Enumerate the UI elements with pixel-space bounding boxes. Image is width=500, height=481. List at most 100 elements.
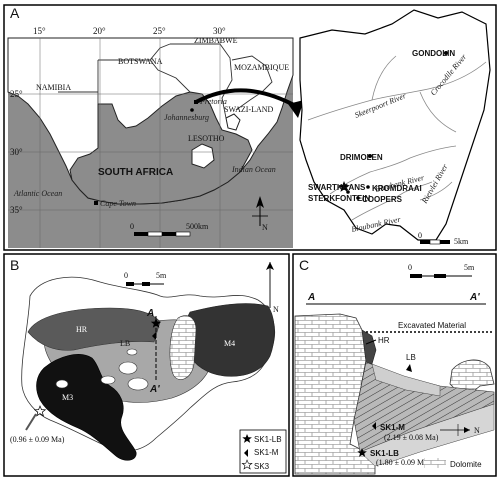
rock: [126, 348, 138, 356]
scale-bar-b: 0 5m: [124, 271, 167, 286]
rock: [127, 377, 149, 391]
longitude-label: 20°: [93, 26, 106, 36]
sk1m-label: SK1-M: [380, 423, 405, 432]
scale-end: 5m: [464, 263, 475, 272]
longitude-label: 15°: [33, 26, 46, 36]
ocean-label-atlantic: Atlantic Ocean: [13, 189, 62, 198]
unit-label-hr: HR: [76, 325, 88, 334]
panel-label-a: A: [10, 5, 20, 21]
panel-label-c: C: [299, 257, 309, 273]
dolomite-label: Dolomite: [450, 460, 482, 469]
johannesburg-marker: [190, 108, 194, 112]
legend-b: SK1-LB SK1-M SK3: [239, 429, 287, 474]
scale-bar-c: 0 5m: [408, 263, 475, 278]
country-borders: [58, 43, 273, 119]
north-arrow-b: N: [266, 262, 279, 314]
scale-end: 500km: [186, 222, 209, 231]
ocean-label-indian: Indian Ocean: [231, 165, 276, 174]
sk1-m-marker-c: [372, 422, 376, 430]
north-label: N: [474, 426, 480, 435]
rivers: [307, 55, 487, 221]
locator-arrow-head: [288, 100, 304, 118]
country-label-zimbabwe: ZIMBABWE: [194, 36, 238, 45]
scale-zero: 0: [408, 263, 412, 272]
sk3-star: [33, 405, 47, 417]
legend-star-filled: [242, 434, 252, 443]
country-label-lesotho: LESOTHO: [188, 134, 225, 143]
panel-c: C 0 5m A A' Excavated Material HR LB: [292, 253, 497, 477]
legend-label: SK1-LB: [254, 435, 282, 444]
sk1-lb-star: [150, 318, 162, 328]
unit-label-m4: M4: [224, 339, 235, 348]
site-marker: [444, 51, 448, 55]
panel-a: A 15° 20° 25° 30° 25° 30° 35° BOTSWANA Z…: [3, 4, 497, 251]
latitude-label: 30°: [10, 147, 23, 157]
site-label-coopers: COOPERS: [362, 195, 403, 204]
scale-zero: 0: [418, 231, 422, 240]
section-start-label: A: [307, 292, 315, 303]
inset-region: [299, 9, 491, 241]
site-label-swartkrans: SWARTKRANS: [308, 183, 366, 192]
latitude-label: 35°: [10, 205, 23, 215]
locator-arrow: [195, 88, 297, 108]
site-label-kromdraai: KROMDRAAI: [372, 184, 422, 193]
sk1lb-date: (1.80 ± 0.09 Ma): [376, 458, 431, 467]
hr-pointer: [365, 339, 377, 345]
lesotho-country: [191, 143, 215, 169]
north-arrow-a: N: [252, 196, 268, 232]
swartkrans-star: [338, 181, 350, 192]
swaziland-country: [225, 113, 241, 131]
site-label-gondolin: GONDOLIN: [412, 49, 455, 58]
legend-marker-half: [244, 449, 248, 457]
sk3-pointer: [25, 413, 37, 431]
lb-label: LB: [406, 353, 416, 362]
panel-b: B HR LB M4 M3 A A' (0.96 ± 0.09 Ma): [3, 253, 290, 477]
scale-bar-a: 0 500km: [130, 222, 209, 237]
country-label-namibia: NAMIBIA: [36, 83, 71, 92]
unit-lb-section: [371, 363, 441, 397]
section-end-label: A': [469, 292, 480, 303]
panel-label-b: B: [10, 257, 19, 273]
site-marker: [356, 196, 360, 200]
lb-pointer: [406, 364, 412, 372]
country-label-swaziland: SWAZI-LAND: [224, 105, 274, 114]
legend-label: SK1-M: [254, 448, 279, 457]
hr-label: HR: [378, 336, 390, 345]
site-label-drimolen: DRIMOLEN: [340, 153, 383, 162]
scale-end: 5m: [156, 271, 167, 280]
unit-hr-section: [361, 329, 377, 365]
excavated-label: Excavated Material: [398, 321, 466, 330]
country-label-botswana: BOTSWANA: [118, 57, 163, 66]
unit-hr: [27, 307, 161, 351]
unit-lower-section: [359, 403, 495, 467]
north-arrow-c: N: [440, 424, 480, 436]
scale-zero: 0: [130, 222, 134, 231]
north-label: N: [273, 305, 279, 314]
sk1-lb-star-c: [357, 448, 367, 457]
dolomite-legend: Dolomite: [423, 457, 482, 469]
latitude-label: 25°: [10, 89, 23, 99]
site-marker: [368, 154, 372, 158]
north-label: N: [262, 223, 268, 232]
site-marker: [346, 190, 350, 194]
sk3-date: (0.96 ± 0.09 Ma): [10, 435, 65, 444]
site-marker: [366, 185, 370, 189]
section-end-label: A': [149, 384, 160, 395]
city-label-cape-town: Cape Town: [100, 199, 136, 208]
unit-label-lb: LB: [120, 339, 130, 348]
country-label-mozambique: MOZAMBIQUE: [234, 63, 289, 72]
scale-bar-inset: 0 5km: [418, 231, 469, 246]
sk1m-date: (2.19 ± 0.08 Ma): [384, 433, 439, 442]
rock: [100, 375, 116, 385]
sk1-m-marker: [152, 332, 156, 340]
scale-zero: 0: [124, 271, 128, 280]
cape-town-marker: [94, 201, 98, 205]
graticule: [8, 38, 293, 248]
dolomite-pillar: [169, 315, 197, 380]
city-label-johannesburg: Johannesburg: [164, 113, 209, 122]
country-label-south-africa: SOUTH AFRICA: [98, 167, 173, 178]
scale-end: 5km: [454, 237, 469, 246]
section-start-label: A: [146, 308, 154, 319]
sk1lb-label: SK1-LB: [370, 449, 399, 458]
